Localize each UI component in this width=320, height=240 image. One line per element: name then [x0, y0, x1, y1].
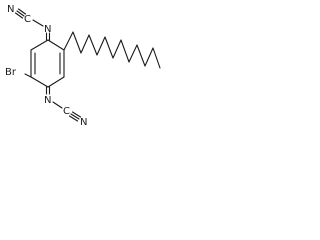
ring-bond-3 [47, 76, 65, 88]
bottom-n-c-bond [52, 101, 63, 109]
br-label: Br [5, 67, 17, 78]
bottom-triple-1 [70, 113, 80, 120]
bottom-n-label: N [44, 95, 51, 106]
top-triple-2 [17, 8, 27, 15]
top-triple-3 [14, 12, 24, 19]
bottom-triple-2 [71, 111, 82, 118]
top-c-label: C [24, 14, 31, 25]
bottom-n-terminal-label: N [80, 117, 87, 128]
top-n-terminal-label: N [7, 4, 14, 15]
top-cyanoimine: N C N [7, 4, 51, 41]
alkyl-chain [63, 31, 161, 69]
top-n-label: N [44, 24, 51, 35]
bottom-triple-3 [68, 115, 79, 122]
bottom-cyanoimine: N C N [44, 86, 87, 128]
top-n-c-bond [32, 19, 44, 27]
ring-bond-4 [30, 76, 49, 88]
ring-bonds [30, 39, 65, 88]
ring-bond-1 [47, 39, 65, 51]
bromo-substituent: Br [5, 67, 32, 78]
chemical-structure: N C N Br N C N [5, 4, 161, 128]
ring-bond-6 [30, 39, 49, 51]
top-triple-1 [16, 10, 25, 17]
bottom-c-label: C [63, 106, 70, 117]
br-bond [24, 73, 32, 78]
